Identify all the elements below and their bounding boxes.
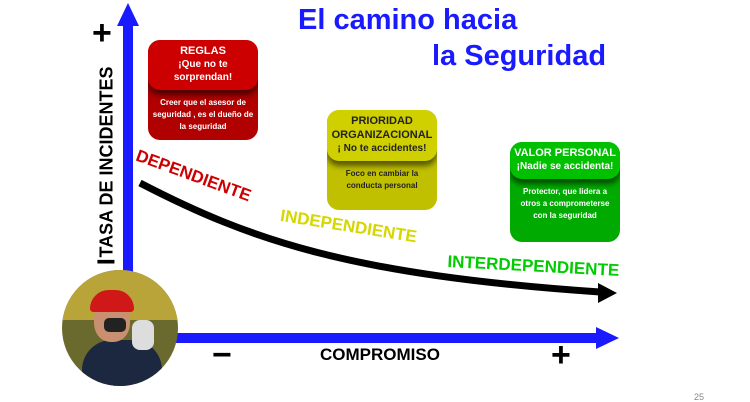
box-title: REGLAS xyxy=(180,45,226,57)
y-axis-label: TASA DE INCIDENTES xyxy=(96,66,117,258)
box-subtitle: ¡ No te accidentes! xyxy=(337,143,427,154)
y-axis-plus: + xyxy=(92,14,112,52)
box-description: Creer que el asesor de seguridad , es el… xyxy=(152,98,254,131)
box-description: Foco en cambiar la conducta personal xyxy=(345,169,419,190)
box-valor: VALOR PERSONAL ¡Nadie se accidenta! Prote… xyxy=(510,142,620,242)
curve-arrowhead xyxy=(598,283,617,303)
box-title: VALOR PERSONAL xyxy=(514,147,616,159)
progress-curve xyxy=(138,179,601,296)
x-axis-plus: + xyxy=(551,336,571,374)
x-axis-arrowhead xyxy=(596,327,619,349)
title-line-1: El camino hacia xyxy=(298,4,518,36)
box-description: Protector, que lidera a otros a comprome… xyxy=(520,187,610,220)
box-prioridad: PRIORIDAD ORGANIZACIONAL ¡ No te accident… xyxy=(327,110,437,210)
worker-photo xyxy=(62,270,178,386)
box-reglas: REGLAS ¡Que no te sorprendan! Creer que e… xyxy=(148,40,258,140)
page-number: 25 xyxy=(694,392,705,402)
box-title: PRIORIDAD ORGANIZACIONAL xyxy=(331,115,433,141)
box-subtitle: ¡Nadie se accidenta! xyxy=(516,161,614,172)
y-axis-arrowhead xyxy=(117,3,139,26)
y-axis-line xyxy=(123,22,133,302)
x-axis-label: COMPROMISO xyxy=(320,345,440,364)
title-line-2: la Seguridad xyxy=(432,40,607,72)
x-axis-minus: − xyxy=(212,336,232,374)
x-axis-line xyxy=(150,333,600,343)
box-subtitle: ¡Que no te sorprendan! xyxy=(173,59,233,83)
